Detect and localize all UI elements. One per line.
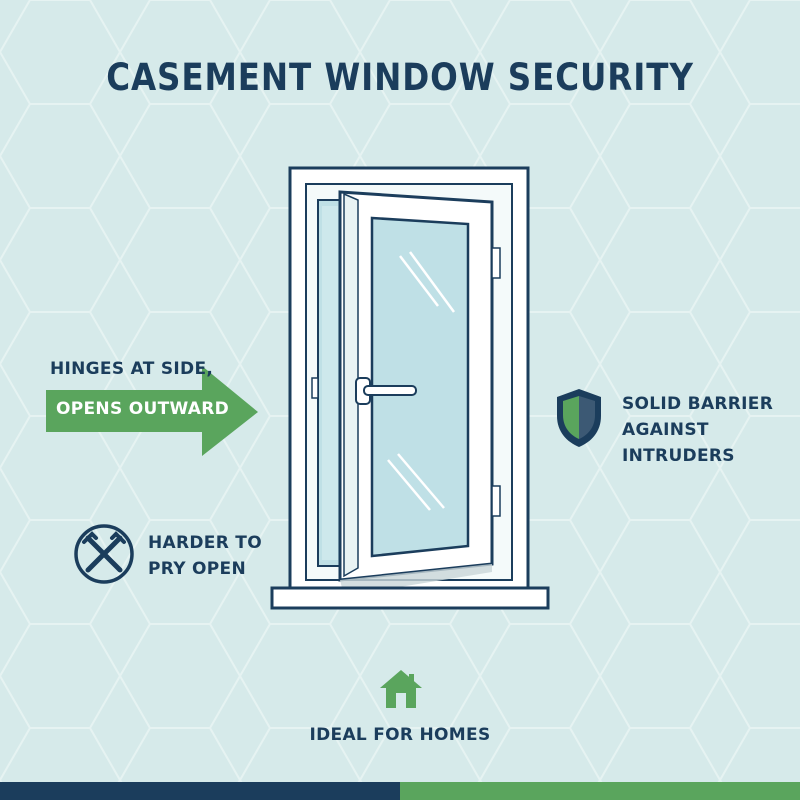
pry-label: HARDER TO PRY OPEN: [148, 530, 262, 582]
hinges-label: HINGES AT SIDE,: [50, 359, 214, 379]
opens-outward-label: OPENS OUTWARD: [56, 399, 230, 419]
barrier-label-line-2: AGAINST: [622, 420, 709, 440]
barrier-label-line-3: INTRUDERS: [622, 446, 735, 466]
barrier-label: SOLID BARRIER AGAINST INTRUDERS: [622, 391, 773, 469]
house-icon: [380, 670, 422, 708]
casement-window-illustration: [270, 166, 550, 610]
no-pry-tools-icon: [74, 524, 134, 584]
shield-icon: [557, 389, 601, 447]
barrier-label-line-1: SOLID BARRIER: [622, 394, 774, 414]
homes-label: IDEAL FOR HOMES: [309, 725, 491, 745]
page-title: CASEMENT WINDOW SECURITY: [106, 56, 694, 99]
pry-label-line-2: PRY OPEN: [148, 559, 246, 579]
pry-label-line-1: HARDER TO: [148, 533, 262, 553]
footer-bar-navy: [0, 782, 400, 800]
arrow-right-icon: [46, 366, 258, 456]
footer-bar-green: [400, 782, 800, 800]
